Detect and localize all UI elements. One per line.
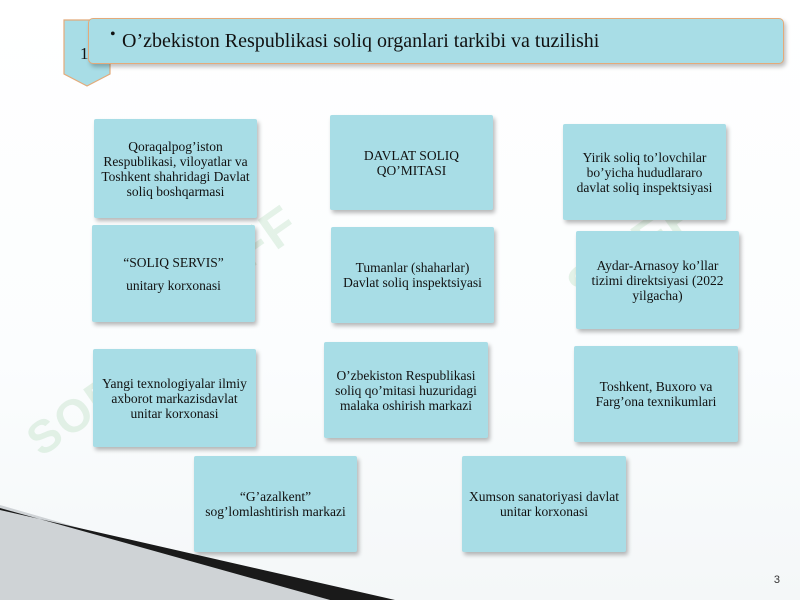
box-label: Qoraqalpog’iston Respublikasi, viloyatla… — [101, 138, 250, 199]
box-large-taxpayers-inspection: Yirik soliq to’lovchilar bo’yicha hududl… — [563, 124, 726, 220]
box-label: Tumanlar (shaharlar) Davlat soliq inspek… — [343, 260, 482, 290]
box-label: Xumson sanatoriyasi davlat unitar korxon… — [469, 489, 619, 519]
box-regional-tax-office: Qoraqalpog’iston Respublikasi, viloyatla… — [94, 119, 257, 218]
header-box — [88, 18, 784, 64]
box-label: “G’azalkent” sog’lomlashtirish markazi — [205, 489, 346, 519]
page-number: 3 — [773, 574, 780, 586]
box-label: O’zbekiston Respublikasi soliq qo’mitasi… — [335, 367, 477, 413]
section-number: 1 — [80, 44, 89, 63]
box-label: Yangi texnologiyalar ilmiy axborot marka… — [102, 375, 247, 421]
box-gazalkent-health-center: “G’azalkent” sog’lomlashtirish markazi — [194, 456, 357, 552]
box-label-line2: unitary korxonasi — [126, 277, 221, 293]
box-new-technologies-center: Yangi texnologiyalar ilmiy axborot marka… — [93, 349, 256, 447]
box-aral-lakes-directorate: Aydar-Arnasoy ko’llar tizimi direktsiyas… — [576, 231, 739, 329]
box-label: Aydar-Arnasoy ko’llar tizimi direktsiyas… — [591, 257, 724, 303]
box-xumson-sanatorium: Xumson sanatoriyasi davlat unitar korxon… — [462, 456, 626, 552]
box-training-center: O’zbekiston Respublikasi soliq qo’mitasi… — [324, 342, 488, 438]
bullet-icon: • — [110, 26, 116, 43]
box-district-inspection: Tumanlar (shaharlar) Davlat soliq inspek… — [331, 227, 494, 323]
box-label: DAVLAT SOLIQ QO’MITASI — [363, 147, 460, 178]
box-soliq-servis: “SOLIQ SERVIS” unitary korxonasi — [92, 225, 255, 322]
box-label-line1: “SOLIQ SERVIS” — [123, 254, 224, 270]
box-label: Yirik soliq to’lovchilar bo’yicha hududl… — [576, 149, 713, 195]
box-state-tax-committee: DAVLAT SOLIQ QO’MITASI — [330, 115, 493, 210]
box-technical-colleges: Toshkent, Buxoro va Farg’ona texnikumlar… — [574, 346, 738, 442]
box-label: Toshkent, Buxoro va Farg’ona texnikumlar… — [595, 379, 717, 409]
slide-title: O’zbekiston Respublikasi soliq organlari… — [122, 30, 600, 52]
